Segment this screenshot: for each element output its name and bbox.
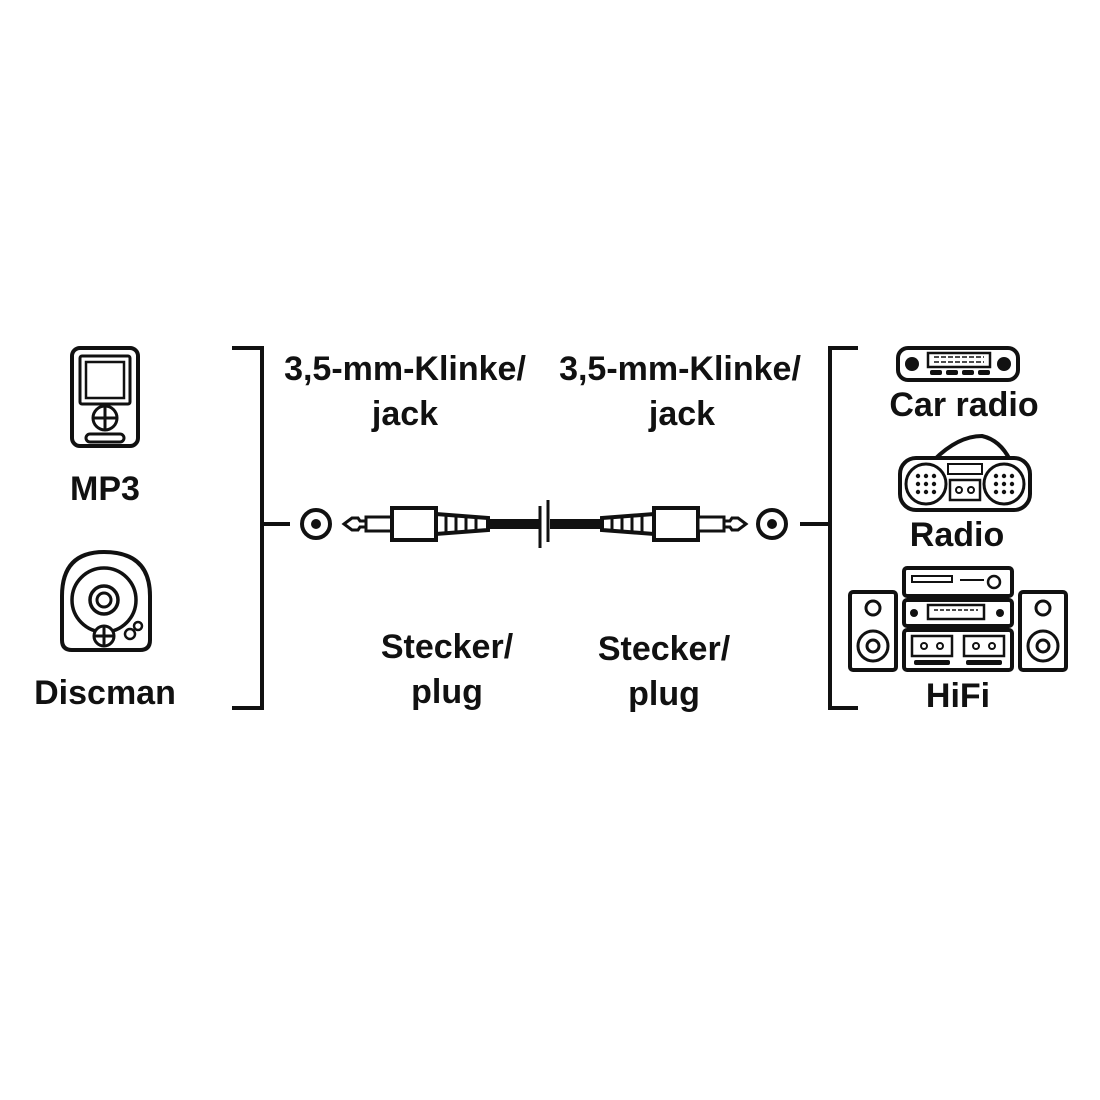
hifi-label: HiFi [926,677,990,715]
left-plug-icon [341,506,490,542]
left-socket-label-line2: jack [371,395,438,433]
right-jack-socket-icon [756,508,788,540]
car-radio-icon [896,346,1020,382]
right-socket-label-line2: jack [648,395,715,433]
mp3-label: MP3 [70,470,140,508]
left-jack-socket-icon [300,508,332,540]
right-bracket [828,346,858,710]
left-bracket [232,346,264,710]
car-radio-label: Car radio [889,386,1038,424]
left-socket-label-line1: 3,5-mm-Klinke/ [284,350,526,388]
mp3-player-icon [70,346,140,448]
right-plug-label-line1: Stecker/ [598,630,731,668]
right-plug-icon [600,506,749,542]
discman-icon [60,549,152,652]
left-plug-label-line2: plug [411,673,483,711]
right-socket-label-line1: 3,5-mm-Klinke/ [559,350,801,388]
discman-label: Discman [34,674,176,712]
left-plug-label-line1: Stecker/ [381,628,514,666]
boombox-icon [898,433,1032,512]
hifi-system-icon [848,566,1068,672]
cable-wire [488,500,602,548]
right-plug-label-line2: plug [628,675,700,713]
radio-label: Radio [910,516,1004,554]
